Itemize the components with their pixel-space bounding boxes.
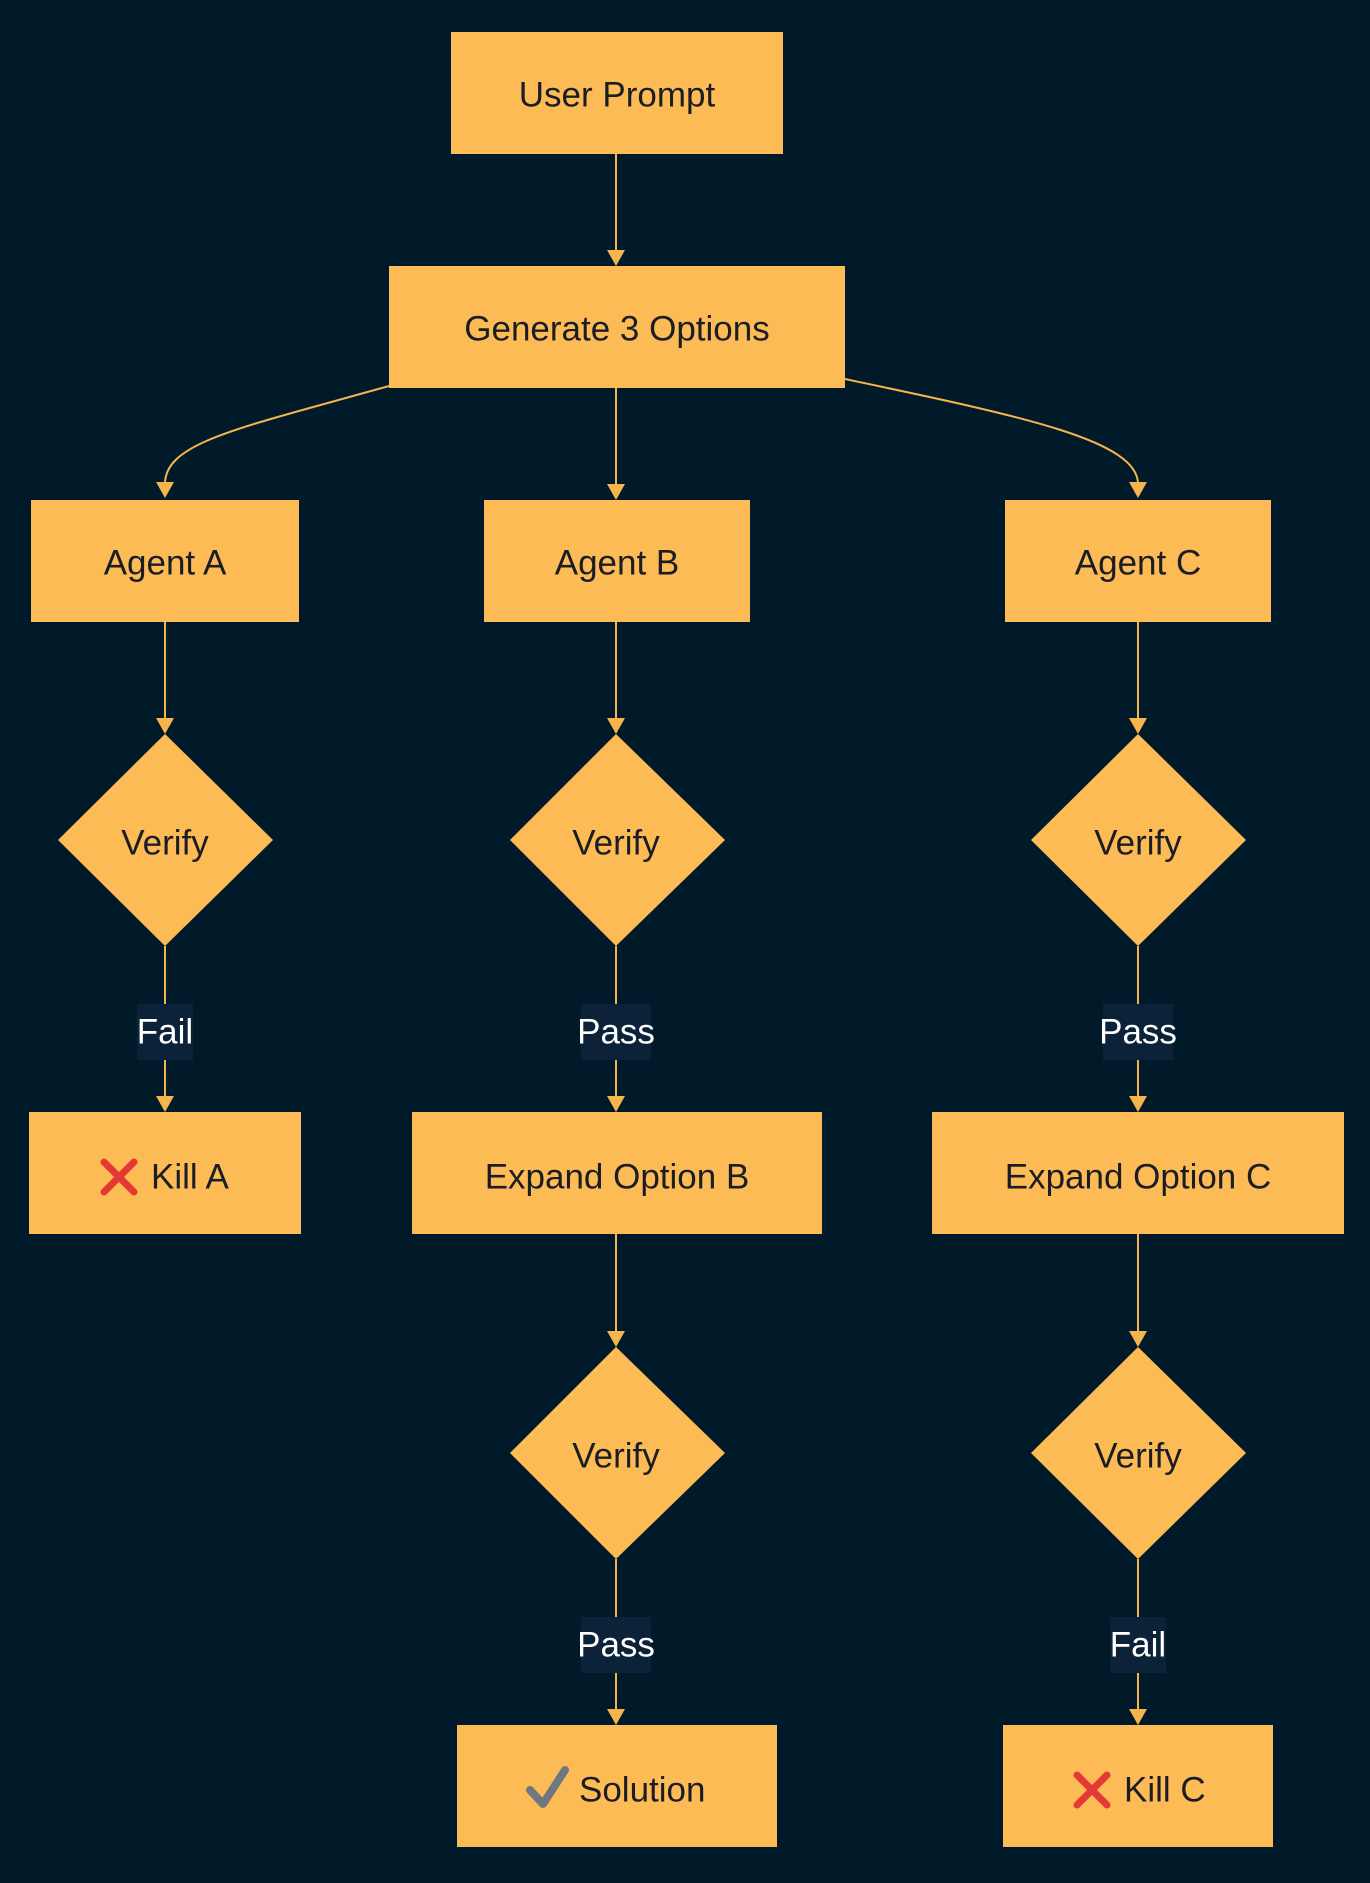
node-label: Generate 3 Options [464,310,769,349]
node-generate-options: Generate 3 Options [389,266,845,388]
edge-label-pass-b1: Pass [577,1004,655,1060]
edge-arrowhead [1129,718,1147,734]
edge-label-pass-b2: Pass [577,1617,655,1673]
node-label: Verify [1094,824,1182,863]
edge-label-text: Pass [1099,1013,1177,1052]
check-mark-icon [526,1766,569,1808]
node-kill-a: Kill A [29,1112,301,1234]
node-verify-b2: Verify [510,1347,725,1559]
edge-arrowhead [607,250,625,266]
cross-mark-icon [100,1158,138,1196]
edge-arrowhead [607,484,625,500]
node-expand-option-c: Expand Option C [932,1112,1344,1234]
node-label: Verify [1094,1437,1182,1476]
cross-mark-icon [1073,1771,1111,1809]
edge-label-fail-a: Fail [137,1004,193,1060]
edge-arrowhead [1129,1709,1147,1725]
node-label: Kill C [1124,1771,1206,1810]
edge-label-pass-c1: Pass [1099,1004,1177,1060]
node-label: Verify [572,1437,660,1476]
edge-generate-to-agent-a [164,385,390,485]
edge-arrowhead [1129,1096,1147,1112]
node-verify-c2: Verify [1031,1347,1246,1559]
edge-label-fail-c2: Fail [1110,1617,1166,1673]
edge-arrowhead [607,718,625,734]
node-user-prompt: User Prompt [451,32,783,154]
node-agent-a: Agent A [31,500,299,622]
edge-label-text: Pass [577,1626,655,1665]
node-label: Agent C [1075,544,1201,583]
node-kill-c: Kill C [1003,1725,1273,1847]
node-label: Solution [579,1771,705,1810]
node-label: Expand Option B [485,1158,750,1197]
edge-label-text: Fail [1110,1626,1166,1665]
node-label: User Prompt [519,76,716,115]
node-label: Agent B [555,544,680,583]
edge-arrowhead [156,718,174,734]
edge-label-text: Fail [137,1013,193,1052]
edge-arrowhead [1129,482,1147,498]
node-verify-a: Verify [58,734,273,946]
edge-arrowhead [1129,1331,1147,1347]
node-label: Agent A [104,544,227,583]
node-label: Kill A [151,1158,229,1197]
edge-arrowhead [607,1709,625,1725]
nodes: User Prompt Generate 3 Options Agent A A… [29,32,1344,1847]
edge-label-text: Pass [577,1013,655,1052]
node-label: Expand Option C [1005,1158,1272,1197]
edge-arrowhead [607,1331,625,1347]
node-verify-c1: Verify [1031,734,1246,946]
edge-arrowhead [156,482,174,498]
edge-arrowhead [156,1096,174,1112]
node-label: Verify [572,824,660,863]
edge-arrowhead [607,1096,625,1112]
edge-labels: Fail Pass Pass Pass Fail [137,1004,1177,1673]
node-agent-b: Agent B [484,500,750,622]
node-agent-c: Agent C [1005,500,1271,622]
node-verify-b1: Verify [510,734,725,946]
edge-generate-to-agent-c [844,378,1139,485]
node-solution: Solution [457,1725,777,1847]
node-expand-option-b: Expand Option B [412,1112,822,1234]
node-label: Verify [121,824,209,863]
